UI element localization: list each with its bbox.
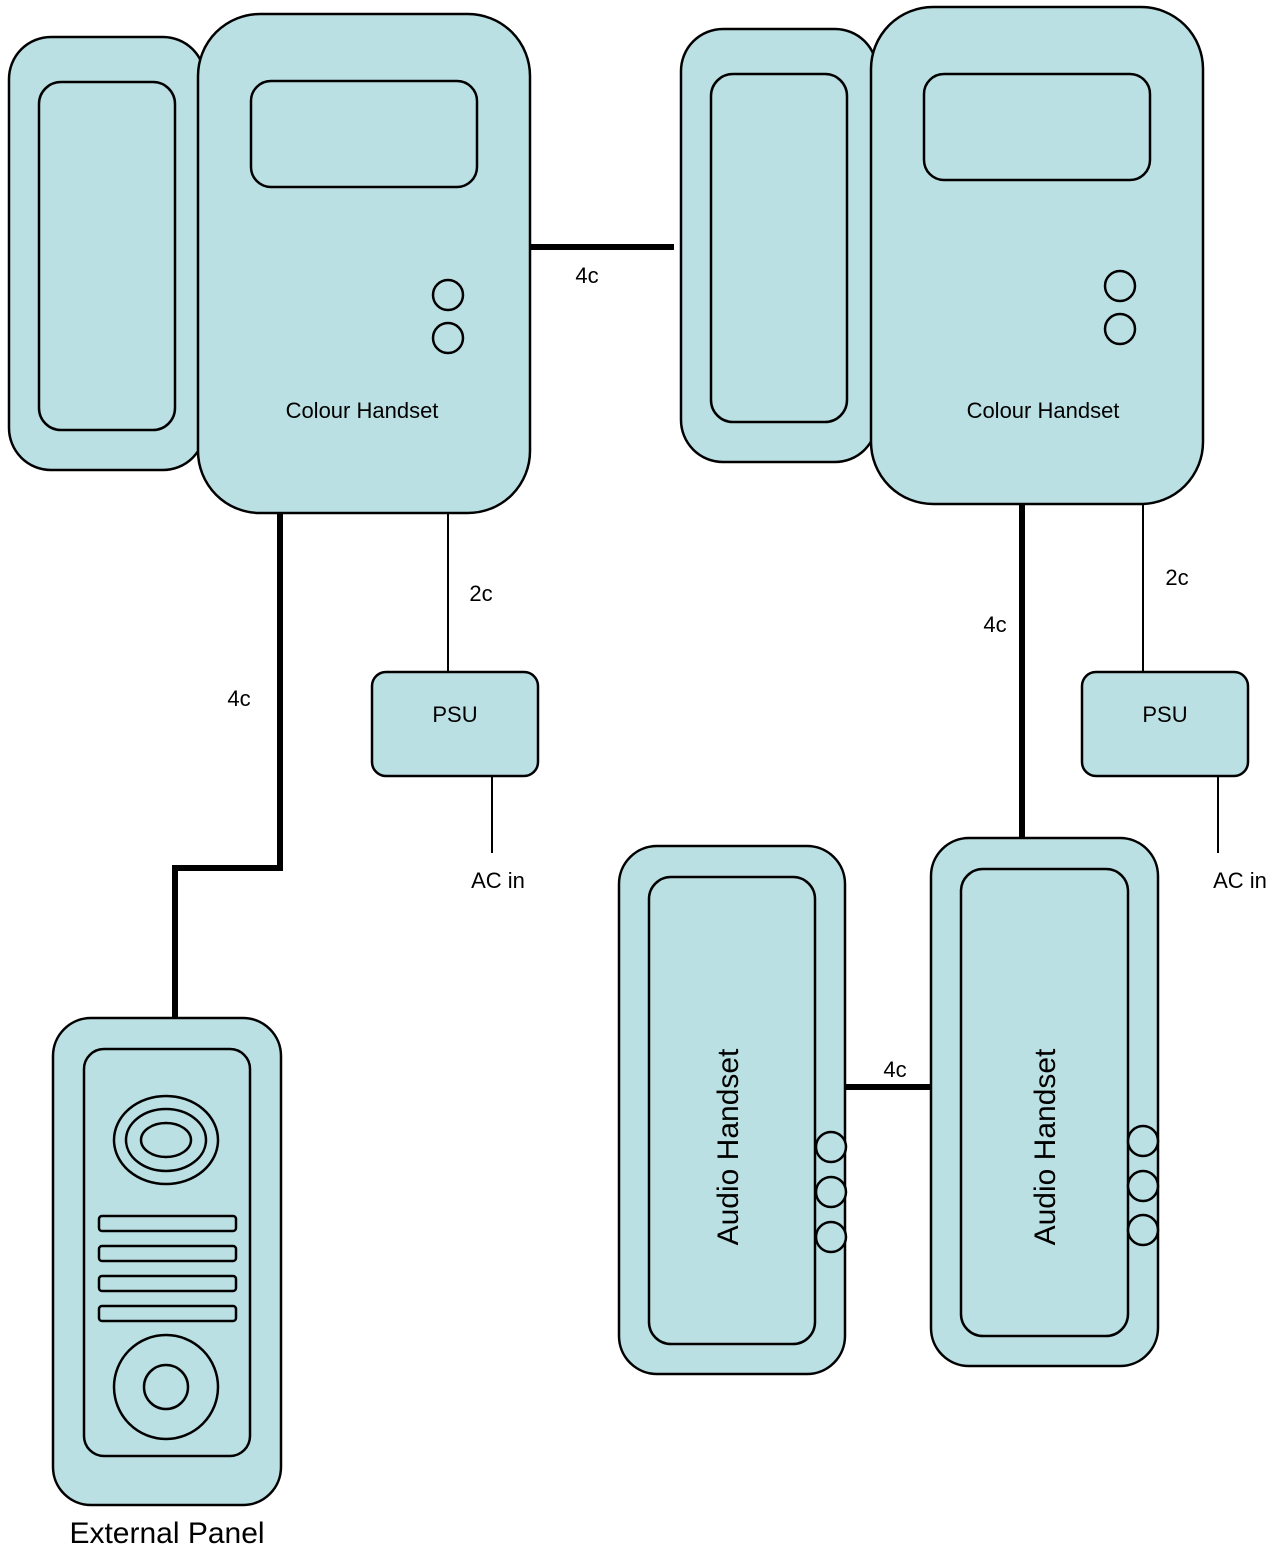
receiver-grip-right bbox=[709, 72, 849, 424]
audio-right-button-1 bbox=[1126, 1124, 1160, 1158]
psu-right-box bbox=[1080, 670, 1250, 778]
call-button-3 bbox=[97, 1274, 238, 1293]
cable-label-panel: 4c bbox=[227, 686, 250, 711]
button-lower-left bbox=[431, 321, 465, 355]
audio-left-button-3 bbox=[814, 1220, 848, 1254]
video-screen-left bbox=[249, 79, 479, 189]
audio-left-button-2 bbox=[814, 1175, 848, 1209]
colour-handset-right: Colour Handset bbox=[679, 5, 1205, 506]
ac-in-left-label: AC in bbox=[471, 868, 525, 893]
audio-handset-right: Audio Handset bbox=[929, 836, 1160, 1368]
camera-lens bbox=[139, 1121, 193, 1159]
external-panel bbox=[51, 1016, 283, 1507]
button-lower-right bbox=[1103, 312, 1137, 346]
cable-label-right-psu: 2c bbox=[1165, 565, 1188, 590]
audio-right-button-2 bbox=[1126, 1169, 1160, 1203]
cable-panel-to-left-handset bbox=[172, 505, 283, 1018]
button-upper-right bbox=[1103, 269, 1137, 303]
call-button-4 bbox=[97, 1304, 238, 1323]
audio-handset-left-label: Audio Handset bbox=[712, 1048, 745, 1245]
cable-label-handset-to-handset: 4c bbox=[575, 263, 598, 288]
audio-handset-right-label: Audio Handset bbox=[1029, 1048, 1062, 1245]
audio-handset-left: Audio Handset bbox=[617, 844, 848, 1376]
video-screen-right bbox=[922, 72, 1152, 182]
audio-handset-right-inner bbox=[959, 867, 1130, 1338]
speaker-inner bbox=[142, 1363, 190, 1411]
audio-right-button-3 bbox=[1126, 1213, 1160, 1247]
cable-label-left-psu: 2c bbox=[469, 581, 492, 606]
audio-handset-left-inner bbox=[647, 875, 817, 1346]
call-button-1 bbox=[97, 1214, 238, 1233]
colour-handset-left-label: Colour Handset bbox=[286, 398, 439, 423]
cable-label-right-audio: 4c bbox=[983, 612, 1006, 637]
receiver-grip-left bbox=[37, 80, 177, 432]
call-button-2 bbox=[97, 1244, 238, 1263]
external-panel-label: External Panel bbox=[69, 1517, 264, 1550]
ac-in-right-label: AC in bbox=[1213, 868, 1267, 893]
colour-handset-left: Colour Handset bbox=[7, 12, 532, 515]
psu-left-box bbox=[370, 670, 540, 778]
psu-right: PSU bbox=[1080, 670, 1250, 778]
psu-right-label: PSU bbox=[1142, 702, 1187, 727]
cable-label-audio-to-audio: 4c bbox=[883, 1057, 906, 1082]
audio-left-button-1 bbox=[814, 1130, 848, 1164]
colour-handset-right-label: Colour Handset bbox=[967, 398, 1120, 423]
button-upper-left bbox=[431, 278, 465, 312]
psu-left-label: PSU bbox=[432, 702, 477, 727]
psu-left: PSU bbox=[370, 670, 540, 778]
